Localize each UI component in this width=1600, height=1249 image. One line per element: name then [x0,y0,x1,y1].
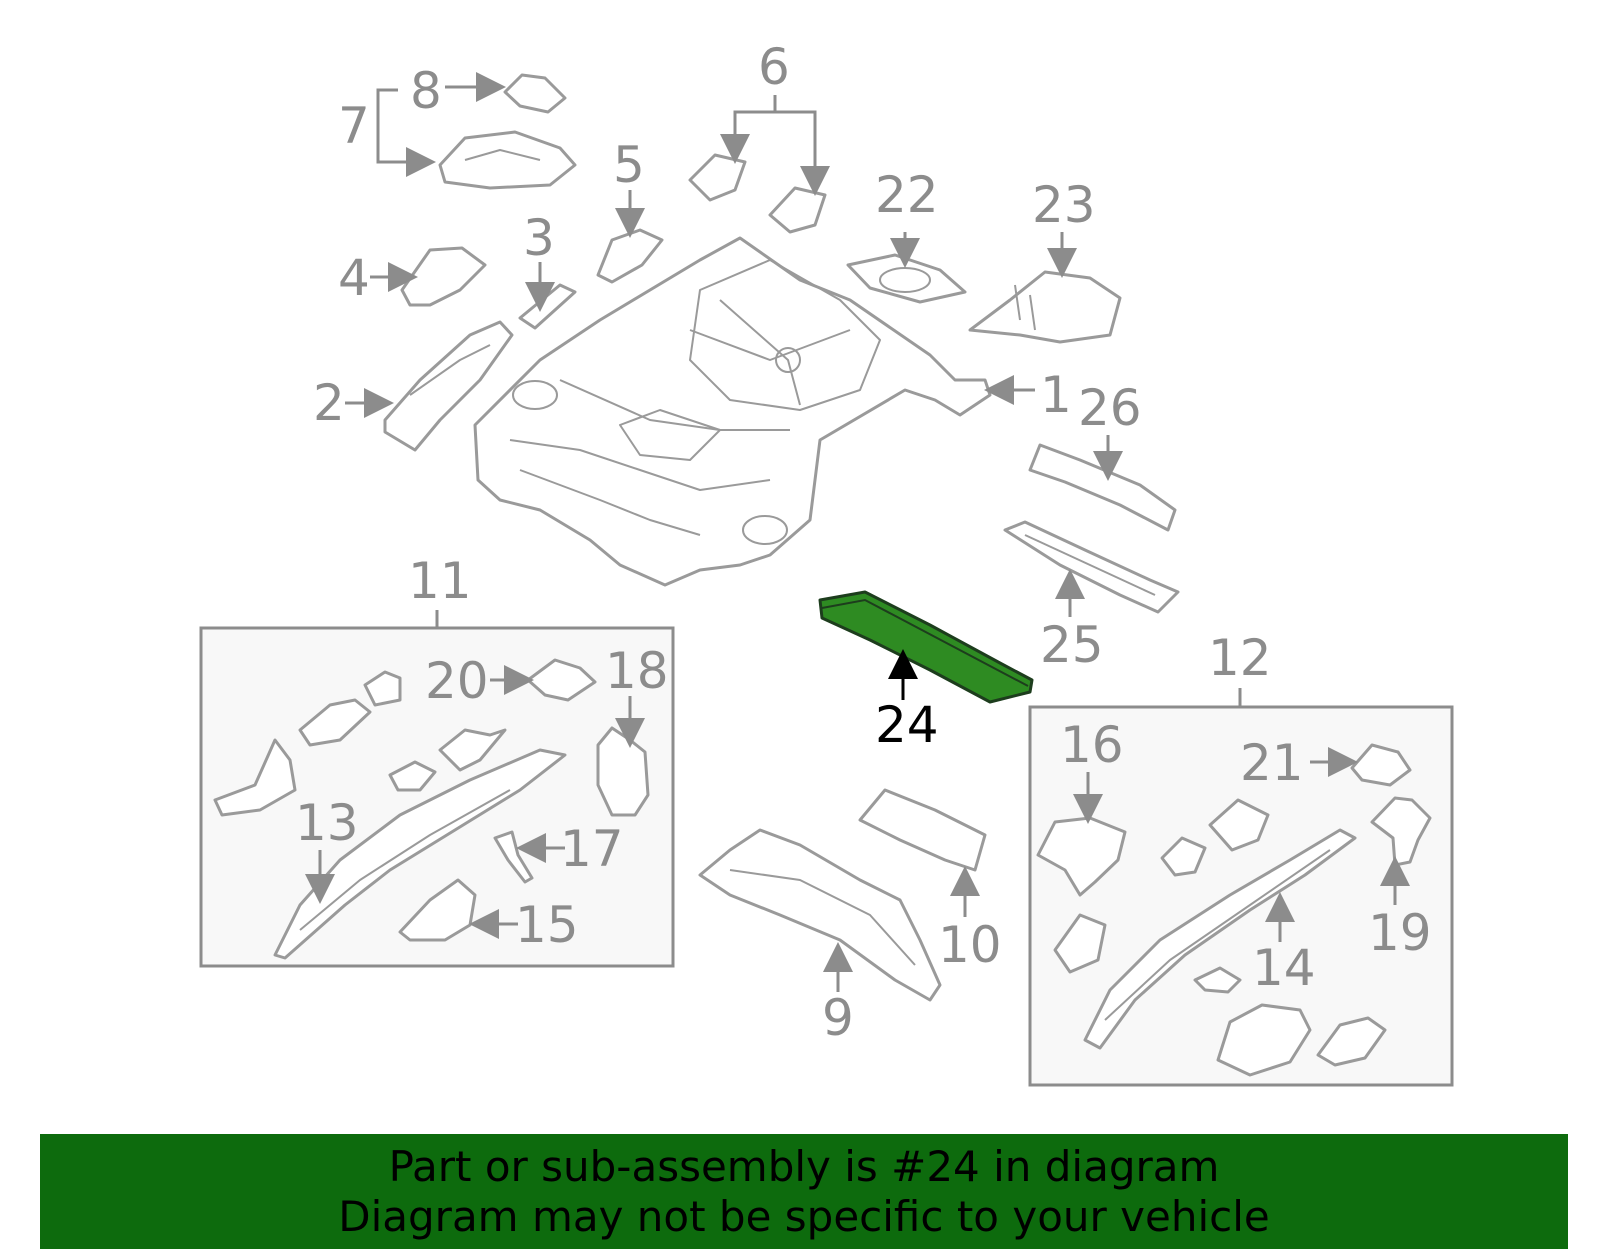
part-13-shape [273,748,567,960]
part-4-shape [400,246,487,307]
callout-4: 4 [338,249,370,307]
leader-7 [376,88,436,177]
callout-3: 3 [523,209,555,267]
callout-17: 17 [560,820,624,878]
callout-1: 1 [1040,366,1072,424]
part-11-bracket-a [213,738,297,817]
part-24-highlight [818,590,1034,704]
callout-11: 11 [408,552,472,610]
part-25-shape [1003,520,1180,614]
callout-2: 2 [313,374,345,432]
part-12-bracket-d [1193,966,1242,994]
callout-13: 13 [295,794,359,852]
callout-26: 26 [1078,379,1142,437]
part-19-shape [1370,796,1432,867]
info-banner: Part or sub-assembly is #24 in diagram D… [40,1134,1568,1249]
part-26-shape [1028,443,1177,532]
part-2-shape [383,320,514,452]
part-23-shape [968,270,1122,344]
part-20-shape [526,658,597,702]
part-11-bracket-b [298,698,372,747]
part-6-shape-a [688,153,747,202]
part-10-shape [858,788,987,872]
callout-6: 6 [758,38,790,96]
part-17-shape [493,830,534,884]
part-12-panel-a [1216,1003,1312,1077]
part-12-bracket-b [1160,836,1207,877]
banner-line-part: Part or sub-assembly is #24 in diagram [388,1141,1220,1191]
part-11-bracket-c [363,670,402,707]
callout-15: 15 [515,896,579,954]
banner-line-disclaimer: Diagram may not be specific to your vehi… [338,1191,1270,1241]
callout-9: 9 [822,989,854,1047]
callout-21: 21 [1240,734,1304,792]
callout-10: 10 [938,916,1002,974]
part-7-shape [438,130,577,190]
part-11-bracket-d [388,760,437,792]
callout-8: 8 [410,62,442,120]
floor-pan-part [473,236,992,587]
callout-14: 14 [1252,939,1316,997]
leader-6 [720,95,777,164]
part-6-shape-b [768,186,827,234]
callout-18: 18 [605,642,669,700]
part-12-panel-b [1316,1016,1387,1067]
part-8-shape [503,73,567,114]
callout-5: 5 [613,136,645,194]
part-11-bracket-e [438,728,507,772]
callout-22: 22 [875,166,939,224]
callout-16: 16 [1060,716,1124,774]
part-12-bracket-c [1208,798,1270,852]
callout-25: 25 [1040,616,1104,674]
callout-24: 24 [875,696,939,754]
part-22-shape [846,253,967,304]
callout-20: 20 [425,652,489,710]
callout-7: 7 [338,97,370,155]
part-21-shape [1350,743,1412,787]
part-9-shape [698,828,942,1002]
part-12-bracket-a [1053,913,1107,974]
part-16-shape [1036,816,1127,897]
part-5-shape [596,228,664,284]
callout-23: 23 [1032,176,1096,234]
callout-12: 12 [1208,629,1272,687]
part-14-shape [1083,828,1357,1050]
callout-19: 19 [1368,904,1432,962]
part-3-shape [518,283,577,330]
